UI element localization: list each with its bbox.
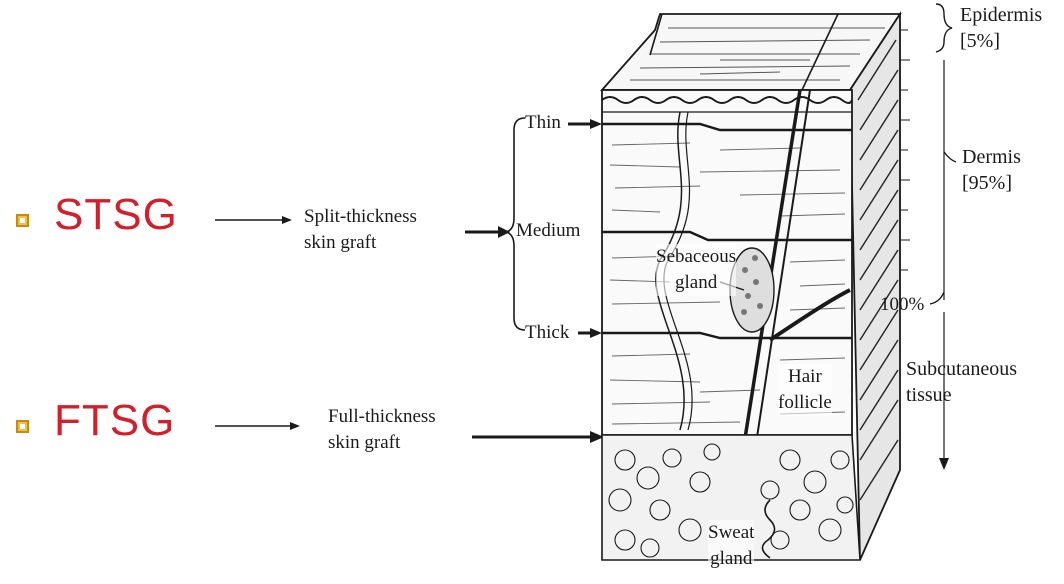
epidermis-pct: [5%] [960, 28, 1042, 54]
epidermis-label: Epidermis [5%] [960, 2, 1042, 54]
graft-arrows [465, 119, 604, 443]
split-thickness-label: Split-thickness skin graft [304, 204, 417, 256]
sebaceous-line1: Sebaceous [656, 244, 736, 270]
acronym-arrows [215, 216, 300, 430]
subcutaneous-line1: Subcutaneous [906, 356, 1017, 382]
sebaceous-gland-label: Sebaceous gland [656, 244, 736, 296]
split-thickness-line2: skin graft [304, 230, 417, 256]
sweat-line2: gland [708, 546, 754, 572]
epidermis-name: Epidermis [960, 2, 1042, 28]
dermis-label: Dermis [95%] [962, 144, 1021, 196]
hair-line1: Hair [778, 364, 832, 390]
bullet-icon [16, 420, 29, 433]
bullet-icon [16, 214, 29, 227]
ftsg-label: FTSG [54, 396, 175, 446]
sebaceous-line2: gland [656, 270, 736, 296]
hundred-percent-label: 100% [880, 292, 924, 318]
full-thickness-label: Full-thickness skin graft [328, 404, 436, 456]
sweat-line1: Sweat [708, 520, 754, 546]
dermis-name: Dermis [962, 144, 1021, 170]
depth-medium-label: Medium [516, 218, 580, 244]
full-thickness-line1: Full-thickness [328, 404, 436, 430]
hair-follicle-label: Hair follicle [778, 364, 832, 416]
stsg-label: STSG [54, 190, 178, 240]
depth-thick-label: Thick [525, 320, 569, 346]
sweat-gland-label: Sweat gland [708, 520, 754, 572]
hair-line2: follicle [778, 390, 832, 416]
subcutaneous-line2: tissue [906, 382, 1017, 408]
dermis-pct: [95%] [962, 170, 1021, 196]
split-thickness-line1: Split-thickness [304, 204, 417, 230]
skin-block [602, 14, 900, 560]
full-thickness-line2: skin graft [328, 430, 436, 456]
depth-thin-label: Thin [525, 110, 561, 136]
subcutaneous-label: Subcutaneous tissue [906, 356, 1017, 408]
